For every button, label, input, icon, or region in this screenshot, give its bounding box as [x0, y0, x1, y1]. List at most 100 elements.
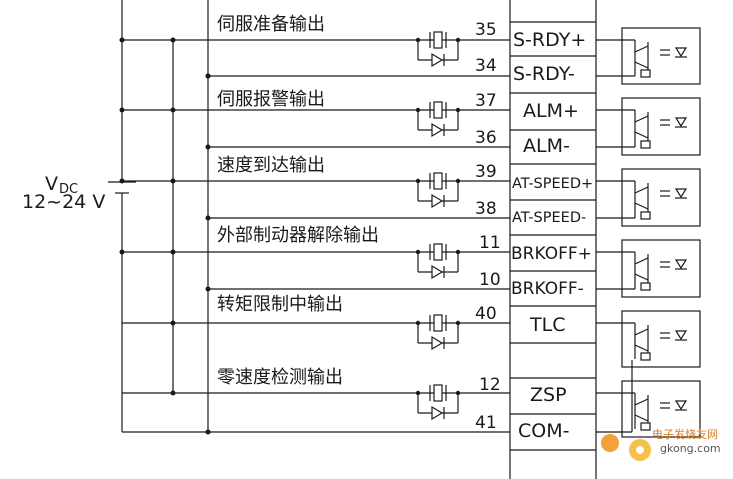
watermark-domain: gkong.com [660, 442, 721, 455]
output-label-4: 转矩限制中输出 [217, 294, 343, 315]
signal-2-pos: AT-SPEED+ [512, 176, 593, 192]
watermark-site: 电子发烧友网 [652, 427, 718, 441]
junction-dot [119, 178, 125, 184]
diode-triangle [431, 122, 444, 138]
gear-icon [601, 434, 619, 452]
junction-dot [205, 73, 211, 79]
pin-3-pos: 11 [479, 233, 501, 253]
junction-dot [170, 178, 176, 184]
junction-dot [170, 390, 176, 396]
pin-3-neg: 10 [479, 270, 501, 290]
optocoupler-box [621, 27, 701, 85]
junction-dot [455, 107, 461, 113]
opto-transistor [634, 45, 649, 53]
opto-transistor [634, 257, 649, 265]
relay-coil [433, 31, 443, 49]
optocoupler-box [621, 168, 701, 227]
optocoupler-box [621, 239, 701, 298]
opto-transistor [634, 273, 649, 281]
junction-dot [119, 249, 125, 255]
opto-resistor [640, 140, 651, 149]
junction-dot [205, 144, 211, 150]
opto-transistor [634, 186, 649, 194]
junction-dot [455, 320, 461, 326]
relay-coil [433, 384, 443, 402]
junction-dots [119, 37, 461, 435]
diode-triangle [431, 405, 444, 421]
opto-transistor [634, 344, 649, 352]
signal-0-pos: S-RDY+ [513, 29, 586, 51]
signal-0-neg: S-RDY- [513, 63, 575, 85]
opto-led [674, 259, 688, 270]
junction-dot [170, 249, 176, 255]
optocoupler-box [621, 310, 701, 368]
output-label-1: 伺服报警输出 [217, 89, 325, 110]
opto-led [674, 330, 688, 341]
signal-1-neg: ALM- [523, 135, 570, 157]
junction-dot [455, 249, 461, 255]
opto-resistor [640, 211, 651, 220]
opto-resistor [640, 69, 651, 78]
diode-triangle [431, 335, 444, 351]
pin-5-pos: 12 [479, 375, 501, 395]
output-label-5: 零速度检测输出 [217, 367, 343, 388]
optocouplers [596, 27, 701, 438]
junction-dot [170, 107, 176, 113]
signal-3-neg: BRKOFF- [511, 279, 584, 299]
opto-resistor [640, 282, 651, 291]
opto-transistor [634, 131, 649, 139]
opto-resistor [640, 422, 651, 431]
pin-0-pos: 35 [475, 20, 497, 40]
opto-transistor [634, 328, 649, 336]
optocoupler-box [621, 97, 701, 156]
junction-dot [205, 286, 211, 292]
opto-led [674, 400, 688, 411]
signal-1-pos: ALM+ [523, 100, 579, 122]
signal-2-neg: AT-SPEED- [512, 210, 586, 226]
diode-triangle [431, 52, 444, 68]
relays [417, 31, 459, 421]
output-label-3: 外部制动器解除输出 [217, 225, 379, 246]
relay-coil [433, 243, 443, 261]
pin-4-pos: 40 [475, 304, 497, 324]
opto-transistor [634, 61, 649, 69]
junction-dot [415, 249, 421, 255]
signal-common: COM- [518, 420, 569, 442]
opto-led [674, 47, 688, 58]
pin-1-neg: 36 [475, 128, 497, 148]
relay-coil [433, 314, 443, 332]
relay-coil [433, 172, 443, 190]
pin-0-neg: 34 [475, 56, 497, 76]
pin-2-pos: 39 [475, 162, 497, 182]
supply-label-main: V [45, 173, 58, 195]
diode-triangle [431, 193, 444, 209]
junction-dot [205, 429, 211, 435]
junction-dot [415, 107, 421, 113]
opto-resistor [640, 352, 651, 361]
signal-5: ZSP [530, 384, 567, 406]
junction-dot [415, 390, 421, 396]
opto-transistor [634, 398, 649, 406]
opto-transistor [634, 414, 649, 422]
junction-dot [170, 37, 176, 43]
junction-dot [119, 107, 125, 113]
junction-dot [205, 215, 211, 221]
supply-label-sub: DC [59, 182, 78, 197]
diode-triangle [431, 264, 444, 280]
junction-dot [170, 320, 176, 326]
gear-hole [636, 446, 644, 454]
junction-dot [415, 178, 421, 184]
watermark: 电子发烧友网 gkong.com [601, 427, 721, 461]
signal-4: TLC [529, 314, 565, 336]
optocoupler-box [621, 380, 701, 438]
junction-dot [415, 320, 421, 326]
junction-dot [415, 37, 421, 43]
opto-led [674, 117, 688, 128]
junction-dot [455, 178, 461, 184]
wires [108, 0, 597, 479]
relay-coil [433, 101, 443, 119]
output-label-2: 速度到达输出 [217, 155, 325, 176]
pin-2-neg: 38 [475, 199, 497, 219]
pin-1-pos: 37 [475, 91, 497, 111]
